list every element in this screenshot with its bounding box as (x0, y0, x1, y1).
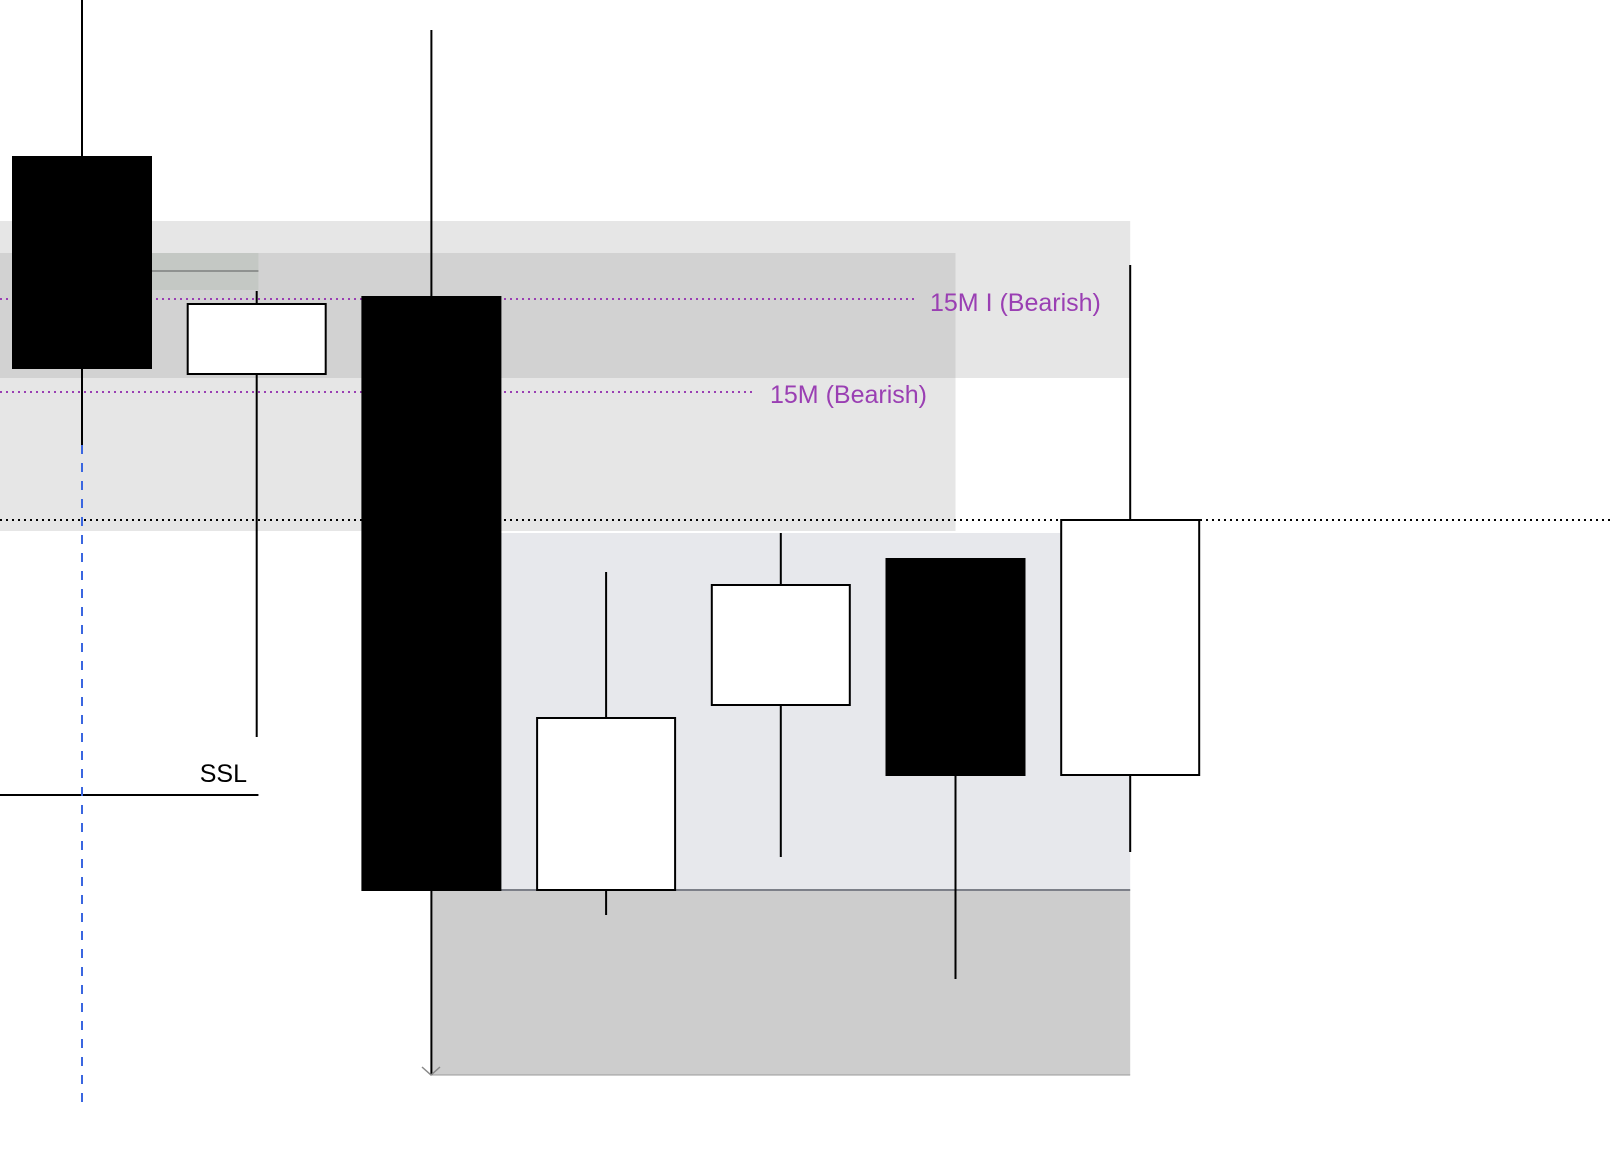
candles-layer (12, 0, 1201, 1077)
bearish-candle-body-0 (12, 156, 152, 369)
level-label-15m-bearish: 15M (Bearish) (770, 381, 927, 409)
bearish-candle-body-2 (361, 296, 502, 891)
bullish-candle-body-3 (536, 717, 677, 891)
bullish-candle-body-6 (1060, 519, 1201, 776)
chevron-down-icon (421, 1066, 441, 1077)
level-label-15m-i-bearish: 15M I (Bearish) (930, 289, 1101, 317)
bullish-candle-body-1 (186, 303, 327, 375)
bottom-zone (431, 890, 1131, 1075)
level-label-ssl: SSL (200, 760, 247, 788)
bearish-candle-body-5 (885, 558, 1026, 776)
bullish-candle-body-4 (710, 584, 851, 706)
